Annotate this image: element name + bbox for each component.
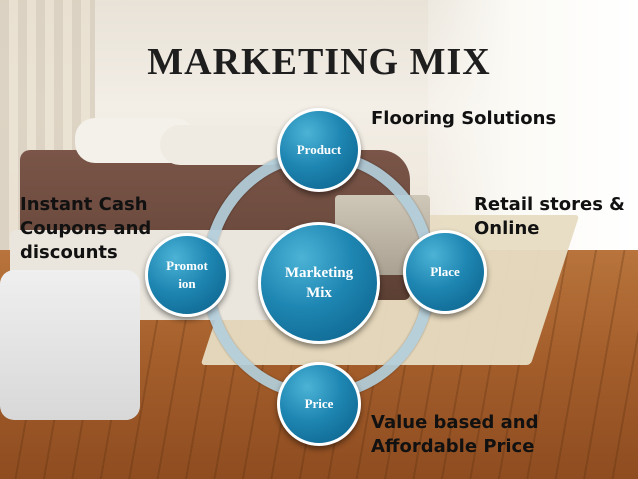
- center-node-label-line2: Mix: [285, 283, 353, 303]
- promotion-annotation: Instant Cash Coupons and discounts: [20, 193, 170, 265]
- product-annotation: Flooring Solutions: [371, 107, 556, 131]
- annotation-line: Affordable Price: [371, 435, 591, 459]
- annotation-line: Retail stores &: [474, 193, 634, 217]
- promotion-node-label-line1: Promot: [166, 257, 208, 275]
- place-annotation: Retail stores & Online: [474, 193, 634, 241]
- slide-title: MARKETING MIX: [0, 40, 638, 84]
- bench: [0, 270, 140, 420]
- price-annotation: Value based and Affordable Price: [371, 411, 591, 459]
- annotation-line: Instant Cash: [20, 193, 170, 217]
- annotation-line: discounts: [20, 241, 170, 265]
- annotation-line: Value based and: [371, 411, 591, 435]
- marketing-mix-center-node: Marketing Mix: [258, 222, 380, 344]
- place-node-label: Place: [430, 264, 460, 280]
- price-node: Price: [277, 362, 361, 446]
- pillow: [160, 125, 290, 165]
- product-node-label: Product: [297, 142, 342, 158]
- product-node: Product: [277, 108, 361, 192]
- price-node-label: Price: [305, 396, 334, 412]
- annotation-line: Coupons and: [20, 217, 170, 241]
- annotation-line: Flooring Solutions: [371, 107, 556, 131]
- promotion-node-label-line2: ion: [166, 275, 208, 293]
- place-node: Place: [403, 230, 487, 314]
- annotation-line: Online: [474, 217, 634, 241]
- center-node-label-line1: Marketing: [285, 263, 353, 283]
